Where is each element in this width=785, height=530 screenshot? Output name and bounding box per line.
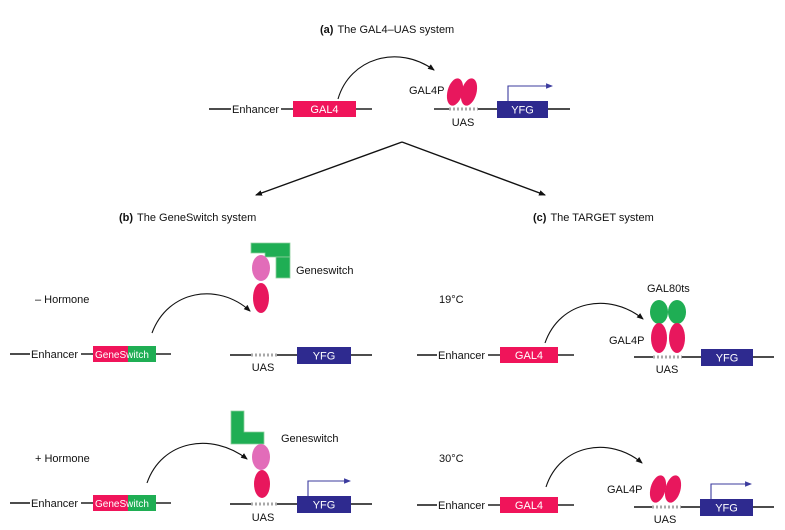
b-bottom-expression-arrow — [146, 442, 248, 484]
c-top-gal4-protein-left — [651, 323, 667, 353]
uas-label: UAS — [452, 117, 475, 129]
c-bottom-uas-label: UAS — [654, 514, 677, 526]
b-bottom-uas-label: UAS — [252, 512, 275, 524]
b-top-geneswitch-label: GeneSwitch — [95, 350, 149, 361]
c-top-gal4-label: GAL4 — [515, 350, 543, 362]
gal4-protein-right — [460, 78, 478, 106]
panel-b-title: (b)The GeneSwitch system — [119, 212, 256, 224]
b-top-expression-arrow — [151, 293, 251, 334]
c-top-uas-label: UAS — [656, 364, 679, 376]
gal4p-label: GAL4P — [409, 85, 444, 97]
b-bottom-geneswitch-box-green — [128, 495, 156, 511]
c-bottom-yfg-box — [700, 499, 753, 516]
panel-c-title: (c)The TARGET system — [533, 212, 654, 224]
c-bottom-yfg-label: YFG — [715, 503, 738, 515]
gal80ts-protein-left — [650, 300, 668, 324]
expression-arrow — [337, 56, 435, 100]
minus-hormone-label: – Hormone — [35, 294, 89, 306]
enhancer-label: Enhancer — [232, 104, 279, 116]
b-bottom-yfg-label: YFG — [313, 500, 336, 512]
c-bottom-gal4-box — [500, 497, 558, 513]
gal80ts-label: GAL80ts — [647, 283, 690, 295]
panel-b: (b)The GeneSwitch system – Hormone Enhan… — [10, 212, 372, 524]
c-top-yfg-box — [701, 349, 753, 366]
panel-a: (a)The GAL4–UAS system Enhancer GAL4 GAL… — [209, 24, 570, 129]
b-top-ligand-domain-side — [275, 256, 291, 279]
high-temp-label: 30°C — [439, 453, 464, 465]
b-bottom-geneswitch-label: GeneSwitch — [95, 499, 149, 510]
b-top-yfg-box — [297, 347, 351, 364]
branch-arrow-right — [401, 141, 546, 196]
c-top-gal4-box — [500, 347, 558, 363]
b-top-uas-label: UAS — [252, 362, 275, 374]
b-bottom-enhancer-label: Enhancer — [31, 498, 78, 510]
b-top-geneswitch-protein-label: Geneswitch — [296, 265, 353, 277]
b-bottom-dna-binding-domain — [254, 470, 270, 498]
gal4-transgene-label: GAL4 — [310, 104, 338, 116]
b-bottom-ligand-domain — [230, 410, 265, 445]
yfg-box — [497, 101, 548, 118]
panel-c: (c)The TARGET system 19°C Enhancer GAL4 … — [417, 212, 774, 526]
b-bottom-geneswitch-protein-label: Geneswitch — [281, 433, 338, 445]
c-bottom-expression-arrow — [545, 446, 643, 488]
c-bottom-gal4-protein-right — [664, 475, 682, 503]
c-top-expression-arrow — [544, 302, 644, 344]
panel-a-title: (a)The GAL4–UAS system — [320, 24, 454, 36]
b-top-ligand-domain-top — [250, 242, 291, 258]
b-top-dna-binding-domain — [253, 283, 269, 313]
c-bottom-transcription-start-arrow — [710, 481, 753, 499]
gal4-protein-left — [446, 78, 464, 106]
c-bottom-gal4-protein-left — [649, 475, 667, 503]
c-top-enhancer-label: Enhancer — [438, 350, 485, 362]
gal80ts-protein-right — [668, 300, 686, 324]
c-top-gal4p-label: GAL4P — [609, 335, 644, 347]
transcription-start-arrow — [507, 83, 554, 101]
b-bottom-transcription-start-arrow — [307, 478, 352, 496]
c-top-gal4-protein-right — [669, 323, 685, 353]
b-bottom-activation-domain — [252, 444, 270, 470]
b-bottom-geneswitch-box-pink — [93, 495, 128, 511]
b-top-yfg-label: YFG — [313, 351, 336, 363]
c-bottom-gal4p-label: GAL4P — [607, 484, 642, 496]
b-top-enhancer-label: Enhancer — [31, 349, 78, 361]
b-top-geneswitch-box-pink — [93, 346, 128, 362]
yfg-label: YFG — [511, 105, 534, 117]
branch-arrow-left — [255, 141, 403, 196]
b-bottom-yfg-box — [297, 496, 351, 513]
c-top-yfg-label: YFG — [716, 353, 739, 365]
gal4-transgene-box — [293, 101, 356, 117]
b-top-geneswitch-box-green — [128, 346, 156, 362]
b-top-activation-domain — [252, 255, 270, 281]
c-bottom-enhancer-label: Enhancer — [438, 500, 485, 512]
low-temp-label: 19°C — [439, 294, 464, 306]
plus-hormone-label: + Hormone — [35, 453, 90, 465]
c-bottom-gal4-label: GAL4 — [515, 500, 543, 512]
